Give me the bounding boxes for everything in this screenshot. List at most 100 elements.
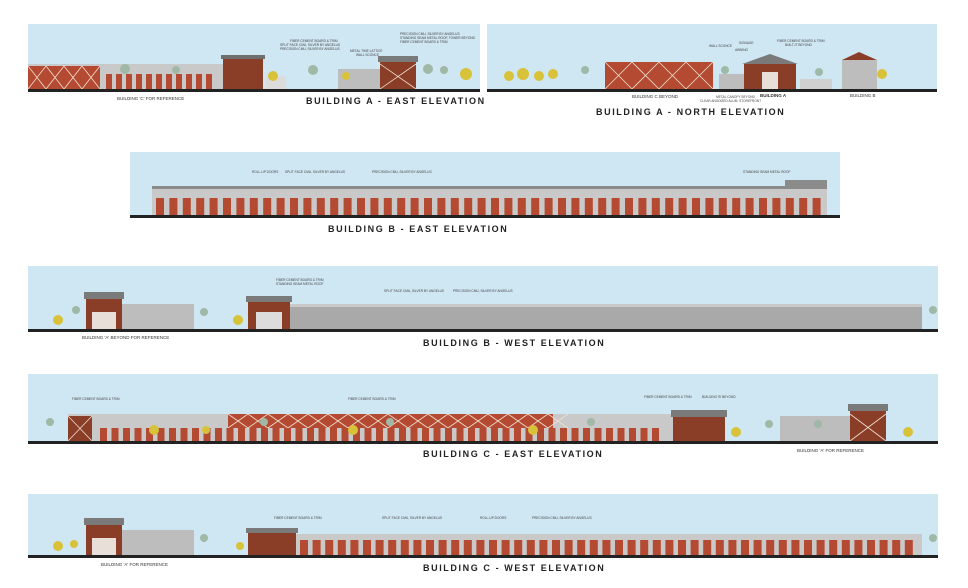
lattice-cross <box>427 413 449 429</box>
panel-building-a-east: FIBER CEMENT BOARD & TRIM SPLIT FACE CMU… <box>28 24 480 92</box>
roll-up-door <box>791 540 800 555</box>
roll-up-door <box>479 428 487 441</box>
roll-up-door <box>514 428 521 441</box>
roll-up-door <box>261 428 268 441</box>
roll-up-door <box>583 428 590 441</box>
roll-up-door <box>728 540 737 555</box>
roll-up-door <box>552 540 560 555</box>
roll-up-door <box>629 428 636 441</box>
callout: ROLL-UP DOORS <box>480 516 507 520</box>
roll-up-door <box>526 540 535 555</box>
callout: BUILT-IT BEYOND <box>785 43 812 47</box>
roll-up-door <box>548 428 556 441</box>
lattice-cross <box>407 413 429 429</box>
roll-up-door <box>325 540 334 555</box>
roll-up-door <box>892 540 901 555</box>
roll-up-door <box>584 198 593 215</box>
roll-up-door <box>182 198 191 215</box>
callout: BUILDING 'B' BEYOND <box>702 395 736 399</box>
elevation-title: BUILDING A - EAST ELEVATION <box>306 96 486 106</box>
callout: FIBER CEMENT BOARD & TRIM <box>777 39 825 43</box>
callout: FIBER CEMENT BOARD & TRIM <box>348 397 396 401</box>
callout: PRECISION CMU, SILVER BY ANGELUS <box>532 516 592 520</box>
roll-up-door <box>690 540 699 555</box>
roll-up-door <box>300 540 308 555</box>
roll-up-door <box>799 198 808 215</box>
callout: FIBER CEMENT BOARD & TRIM <box>276 278 324 282</box>
callout: WALL SCONCE <box>709 44 732 48</box>
roll-up-door <box>867 540 875 555</box>
roll-up-door <box>307 428 314 441</box>
roll-up-door <box>330 198 339 215</box>
roll-up-door <box>337 540 346 555</box>
roll-up-door <box>759 198 767 215</box>
roll-up-door <box>678 540 686 555</box>
callout: AWNING <box>735 48 748 52</box>
building-a-north-drawing <box>504 52 887 90</box>
lattice-cross <box>467 413 489 429</box>
lattice-cross <box>507 413 529 429</box>
roll-up-door <box>627 540 636 555</box>
callout: SPLIT FACE CMU, SILVER BY ANGELUS <box>280 43 341 47</box>
roll-up-door <box>665 198 674 215</box>
reference-label: BUILDING 'A' FOR REFERENCE <box>101 562 168 567</box>
callout: FIBER CEMENT BOARD & TRIM <box>72 397 120 401</box>
roll-up-door <box>388 540 397 555</box>
roll-up-door <box>611 198 620 215</box>
ground-line <box>130 215 840 218</box>
roll-up-door <box>489 540 497 555</box>
callout: STANDING SEAM METAL ROOF <box>743 170 791 174</box>
roll-up-door <box>295 428 303 441</box>
roll-up-door <box>111 428 119 441</box>
callout: FIBER CEMENT BOARD & TRIM <box>644 395 692 399</box>
lattice-cross <box>287 413 309 429</box>
elevation-title: BUILDING A - NORTH ELEVATION <box>596 107 786 117</box>
roll-up-door <box>678 198 687 215</box>
lattice-cross <box>487 413 509 429</box>
roll-up-door <box>606 428 613 441</box>
roll-up-door <box>525 428 533 441</box>
reference-label: BUILDING 'C' FOR REFERENCE <box>117 96 185 101</box>
roll-up-door <box>249 428 257 441</box>
callout: SPLIT FACE CMU, SILVER BY ANGELUS <box>384 289 445 293</box>
roll-up-door <box>236 198 245 215</box>
roll-up-door <box>341 428 349 441</box>
roll-up-door <box>284 428 291 441</box>
callout: STANDING SEAM METAL ROOF <box>276 282 324 286</box>
roll-up-door <box>156 198 164 215</box>
roll-up-door <box>571 198 580 215</box>
roll-up-door <box>134 428 142 441</box>
callout: WALL SCONCE <box>356 53 379 57</box>
roll-up-door <box>640 428 648 441</box>
roll-up-door <box>589 540 598 555</box>
roll-up-door <box>766 540 775 555</box>
roll-up-door <box>437 198 446 215</box>
lattice-cross <box>327 413 349 429</box>
roll-up-door <box>157 428 165 441</box>
roll-up-door <box>169 428 176 441</box>
roll-up-door <box>318 428 326 441</box>
roll-up-door <box>353 428 360 441</box>
roll-up-door <box>463 540 472 555</box>
roll-up-door <box>638 198 647 215</box>
roll-up-door <box>651 198 660 215</box>
roll-up-door <box>625 198 633 215</box>
roll-up-door <box>316 198 325 215</box>
roll-up-door <box>615 540 623 555</box>
roll-up-door <box>438 540 447 555</box>
panel-building-b-east: ROLL-UP DOORS SPLIT FACE CMU, SILVER BY … <box>130 152 840 218</box>
roll-up-door <box>812 198 821 215</box>
roll-up-door <box>387 428 395 441</box>
roll-up-door <box>330 428 337 441</box>
roll-up-door <box>841 540 850 555</box>
roll-up-door <box>196 198 205 215</box>
roll-up-door <box>544 198 553 215</box>
roll-up-door <box>718 198 727 215</box>
roll-up-door <box>456 428 464 441</box>
roll-up-door <box>370 198 379 215</box>
callout: FIBER CEMENT BOARD & TRIM <box>274 516 322 520</box>
roll-up-door <box>400 540 409 555</box>
panel-building-c-east: FIBER CEMENT BOARD & TRIM FIBER CEMENT B… <box>28 374 938 444</box>
roll-up-door <box>741 540 749 555</box>
roll-up-door <box>705 198 714 215</box>
